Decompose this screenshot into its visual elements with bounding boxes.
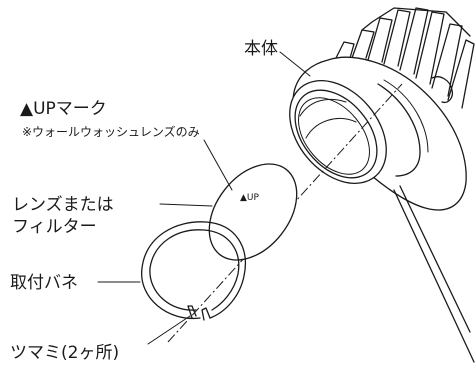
- label-lens-line1: レンズまたは: [12, 195, 114, 215]
- label-tabs: ツマミ(2ヶ所): [10, 343, 119, 363]
- label-lens-line2: フィルター: [12, 217, 97, 237]
- label-up-mark: ▲UPマーク: [20, 99, 107, 119]
- spring-tab-left: [187, 305, 197, 319]
- fixture-body: [289, 7, 475, 211]
- retaining-spring: [141, 221, 246, 321]
- label-up-mark-note: ※ウォールウォッシュレンズのみ: [22, 124, 200, 139]
- label-body: 本体: [244, 39, 278, 59]
- spring-tab-right: [201, 307, 211, 321]
- lens-up-marking: ▲UP: [240, 193, 260, 203]
- heat-sink-fins: [335, 7, 475, 109]
- leader-lines: [97, 51, 311, 345]
- lens-disc: ▲UP: [208, 163, 298, 261]
- assembly-axis: [167, 83, 403, 343]
- power-cord: [393, 185, 475, 363]
- label-spring: 取付バネ: [10, 273, 78, 293]
- body-front-rim: [289, 80, 387, 184]
